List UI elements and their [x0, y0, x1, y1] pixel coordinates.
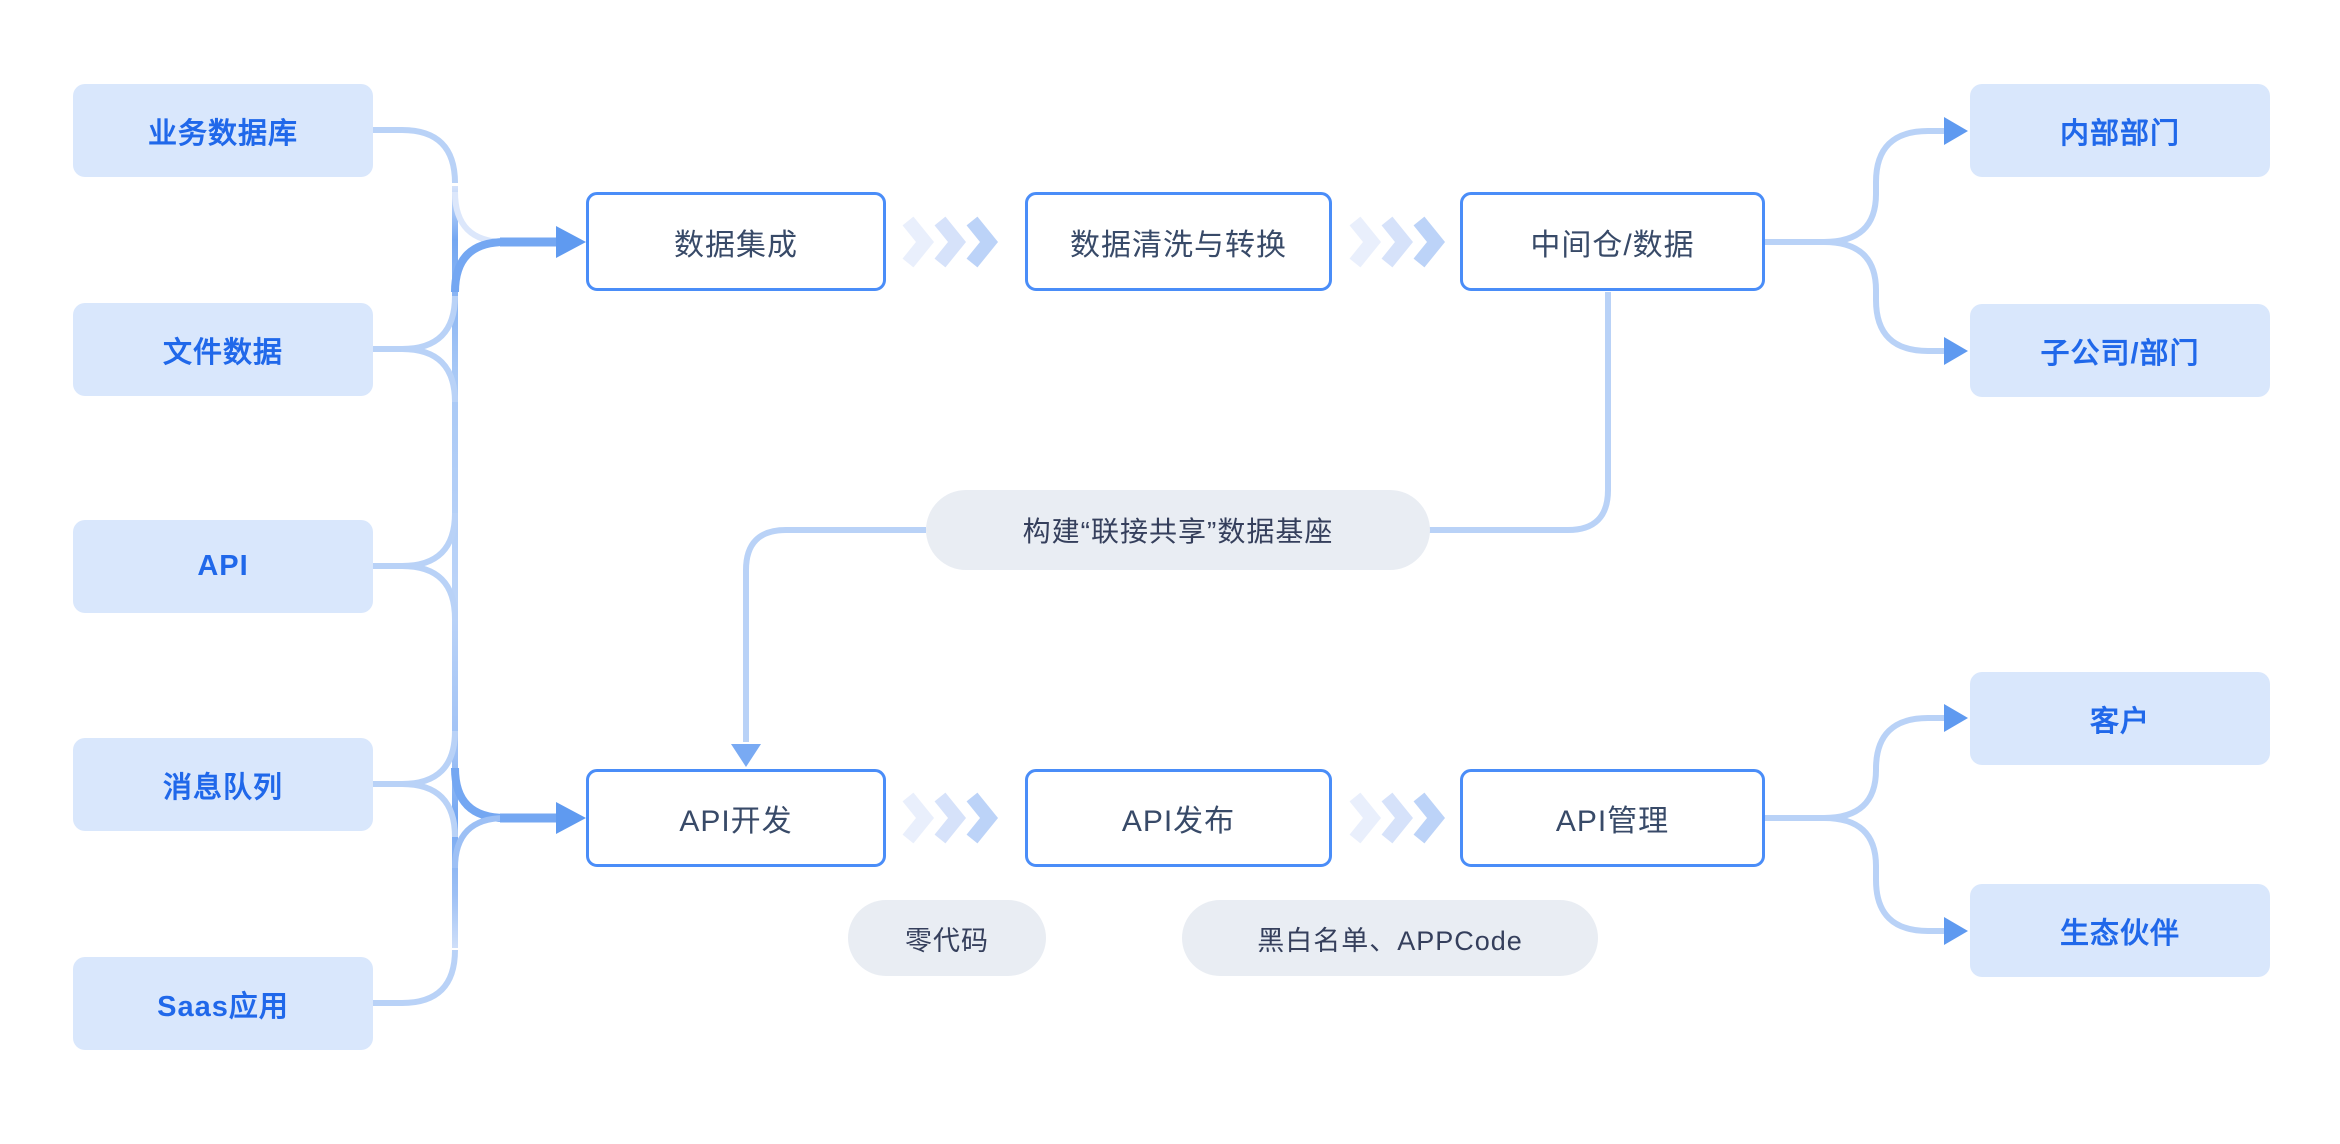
top-consumer-connectors: [1765, 128, 1946, 354]
arrowhead-down-icon: [731, 744, 761, 767]
source-merge-connectors: [373, 127, 458, 1006]
arrowhead-icon: [556, 802, 586, 834]
node-api-develop: API开发: [586, 769, 886, 867]
flow-chevrons-icon: [902, 216, 999, 268]
foundation-link-connectors: [743, 292, 1611, 742]
node-customer: 客户: [1970, 672, 2270, 765]
bottom-consumer-connectors: [1765, 715, 1946, 934]
flow-chevrons-icon: [1349, 216, 1446, 268]
node-data-cleaning: 数据清洗与转换: [1025, 192, 1332, 291]
badge-foundation: 构建“联接共享”数据基座: [926, 490, 1430, 570]
node-eco-partner: 生态伙伴: [1970, 884, 2270, 977]
node-internal-dept: 内部部门: [1970, 84, 2270, 177]
node-saas-app: Saas应用: [73, 957, 373, 1050]
main-arrow-bottom: [451, 767, 586, 869]
badge-zero-code: 零代码: [848, 900, 1046, 976]
node-file-data: 文件数据: [73, 303, 373, 396]
flow-chevrons-icon: [902, 792, 999, 844]
arrowhead-icon: [556, 226, 586, 258]
node-api-source: API: [73, 520, 373, 613]
arrowhead-icon: [1944, 337, 1968, 365]
node-data-integration: 数据集成: [586, 192, 886, 291]
flow-chevrons-icon: [1349, 792, 1446, 844]
arrowhead-icon: [1944, 117, 1968, 145]
main-arrow-top: [451, 191, 586, 293]
node-api-publish: API发布: [1025, 769, 1332, 867]
arrowhead-icon: [1944, 704, 1968, 732]
node-subsidiary: 子公司/部门: [1970, 304, 2270, 397]
arrowhead-icon: [1944, 917, 1968, 945]
badge-api-security: 黑白名单、APPCode: [1182, 900, 1598, 976]
node-message-queue: 消息队列: [73, 738, 373, 831]
node-api-manage: API管理: [1460, 769, 1765, 867]
node-middle-warehouse: 中间仓/数据: [1460, 192, 1765, 291]
node-business-db: 业务数据库: [73, 84, 373, 177]
